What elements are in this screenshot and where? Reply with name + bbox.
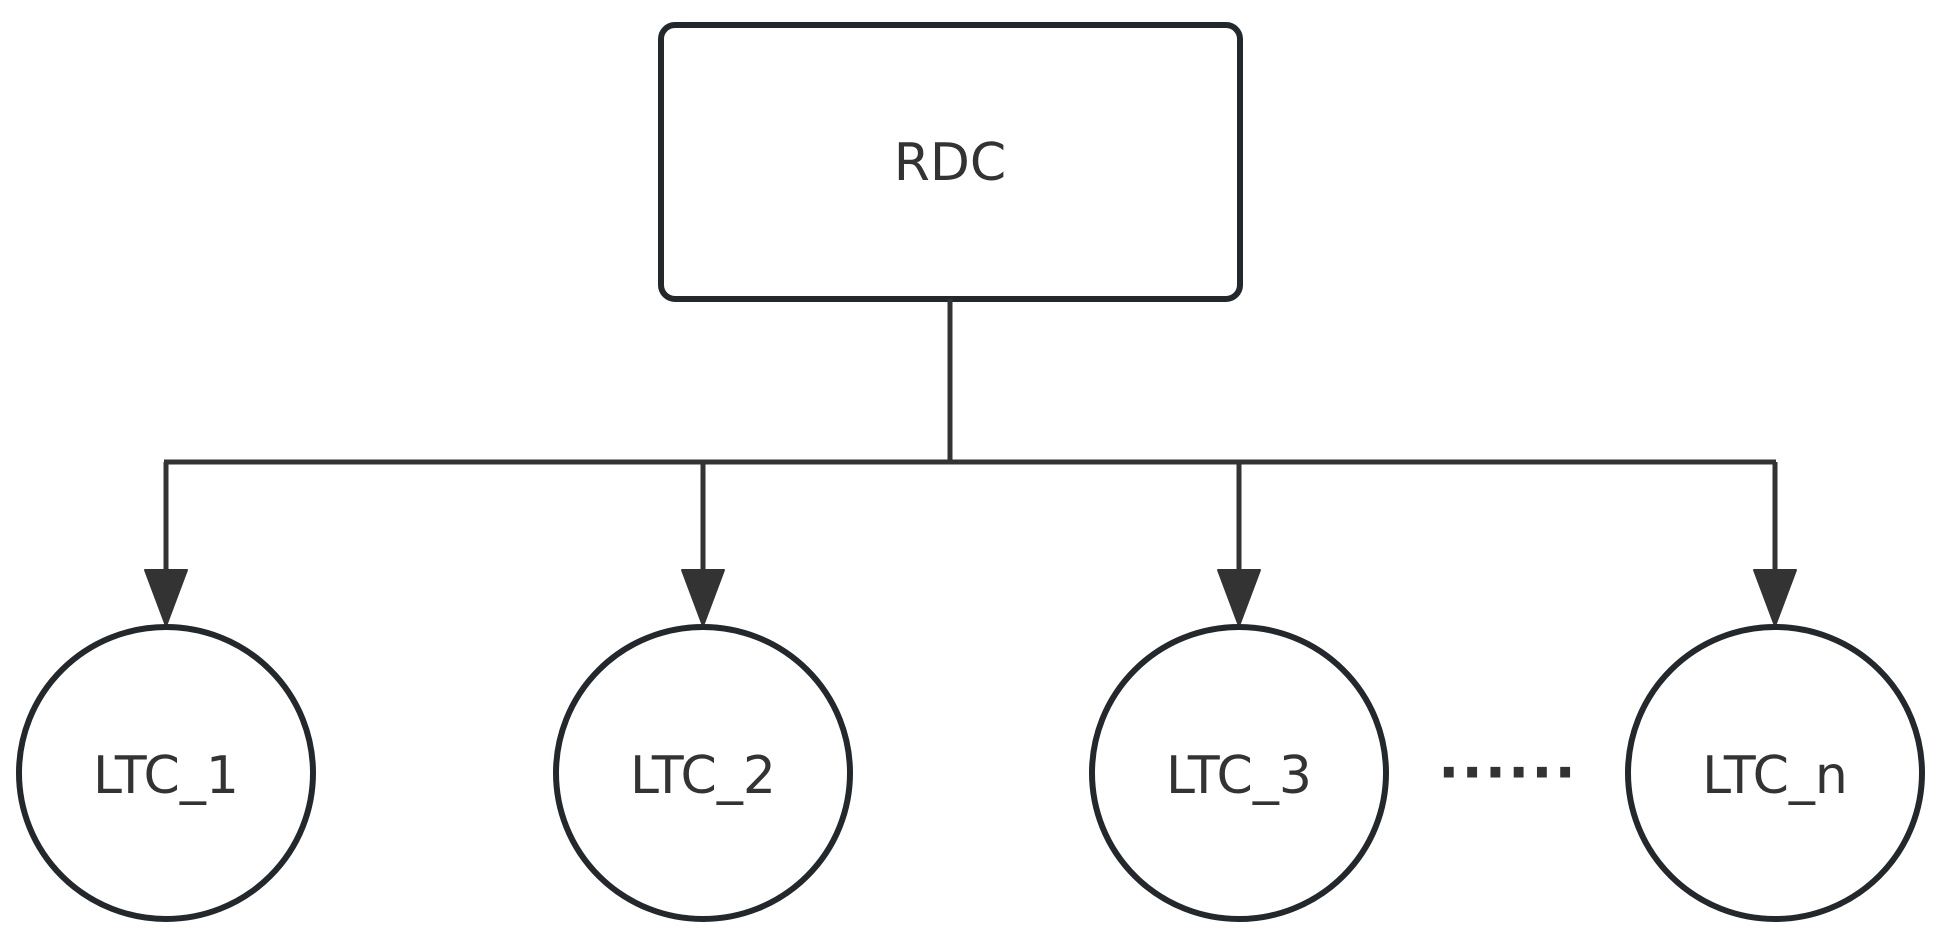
- ltc-node-1[interactable]: LTC_1: [16, 624, 316, 922]
- ltc-node-n[interactable]: LTC_n: [1625, 624, 1925, 922]
- arrowhead-1: [144, 569, 188, 627]
- ltc-node-1-label: LTC_1: [93, 746, 239, 806]
- rdc-node[interactable]: RDC: [658, 22, 1243, 302]
- ltc-node-2-label: LTC_2: [630, 746, 776, 806]
- ltc-node-n-circle: [1625, 624, 1925, 922]
- ltc-node-2[interactable]: LTC_2: [553, 624, 853, 922]
- connectors: [144, 299, 1797, 627]
- ltc-node-3-label: LTC_3: [1166, 746, 1312, 806]
- arrowhead-4: [1753, 569, 1797, 627]
- ltc-node-n-label: LTC_n: [1702, 746, 1848, 806]
- ltc-node-1-circle: [16, 624, 316, 922]
- ltc-node-3-circle: [1089, 624, 1389, 922]
- arrowhead-2: [681, 569, 725, 627]
- ellipsis-separator: ······: [1438, 741, 1578, 806]
- arrowhead-3: [1217, 569, 1261, 627]
- ltc-node-3[interactable]: LTC_3: [1089, 624, 1389, 922]
- rdc-node-label: RDC: [894, 133, 1006, 193]
- ltc-node-2-circle: [553, 624, 853, 922]
